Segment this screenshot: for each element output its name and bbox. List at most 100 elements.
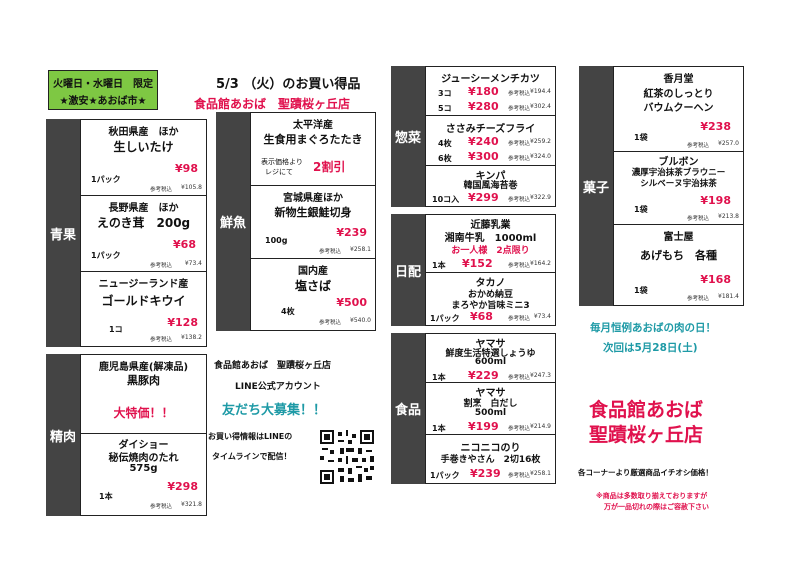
product-qty: 10コ入 bbox=[432, 195, 460, 204]
product-card: 富士屋 あげもち 各種 ¥168 1袋 参考税込 ¥181.4 bbox=[614, 225, 743, 305]
product-card: 太平洋産 生食用まぐろたたき 表示価格より レジにて 2割引 bbox=[251, 113, 375, 186]
product-name: 湘南牛乳 1000ml bbox=[444, 233, 537, 244]
product-price: ¥128 bbox=[167, 316, 198, 329]
tax-price: ¥247.3 bbox=[530, 372, 551, 379]
badge-line1: 火曜日・水曜日 限定 bbox=[53, 79, 153, 90]
product-name-line2: まろやか旨味ミニ3 bbox=[451, 301, 530, 311]
product-maker: タカノ bbox=[475, 278, 506, 289]
qr-code-icon[interactable] bbox=[318, 428, 376, 486]
product-card: ダイショー 秘伝焼肉のたれ 575g ¥298 1本 参考税込 ¥321.8 bbox=[81, 434, 206, 515]
product-name: 新物生銀鮭切身 bbox=[274, 206, 352, 219]
product-name: 割烹 白だし bbox=[463, 399, 518, 409]
tax-price: ¥258.1 bbox=[350, 246, 371, 253]
product-size: 575g bbox=[129, 463, 158, 474]
tax-price: ¥302.4 bbox=[530, 103, 551, 110]
product-maker: ヤマサ bbox=[475, 388, 506, 399]
product-card: 近藤乳業 湘南牛乳 1000ml お一人様 2点限り 1本 ¥152 参考税込 … bbox=[426, 215, 555, 273]
product-maker: キンパ bbox=[475, 171, 506, 182]
product-card: ブルボン 濃厚宇治抹茶ブラウニー シルベーヌ宇治抹茶 ¥198 1袋 参考税込 … bbox=[614, 152, 743, 225]
fish-panel: 太平洋産 生食用まぐろたたき 表示価格より レジにて 2割引 宮城県産ほか 新物… bbox=[250, 112, 376, 331]
store-title: 食品館あおば 聖蹟桜ヶ丘店 bbox=[194, 97, 351, 111]
line-account: LINE公式アカウント bbox=[235, 382, 321, 392]
tax-price: ¥259.2 bbox=[530, 138, 551, 145]
product-price: ¥168 bbox=[700, 273, 731, 286]
product-name: 生食用まぐろたたき bbox=[263, 133, 363, 146]
product-qty: 1パック bbox=[91, 175, 121, 184]
footer-store-branch: 聖蹟桜ヶ丘店 bbox=[589, 424, 704, 446]
product-card: ニコニコのり 手巻きやさん 2切16枚 1パック ¥239 参考税込 ¥258.… bbox=[426, 435, 555, 483]
product-name: 秘伝焼肉のたれ bbox=[108, 453, 179, 464]
tax-label: 参考税込 bbox=[508, 263, 531, 269]
product-maker: 宮城県産ほか bbox=[283, 193, 343, 204]
tax-price: ¥138.2 bbox=[181, 334, 202, 341]
date-title: 5/3 （火）のお買い得品 bbox=[216, 77, 361, 92]
product-maker: 香月堂 bbox=[663, 74, 694, 85]
product-qty: 1袋 bbox=[634, 205, 648, 214]
tax-label: 参考税込 bbox=[508, 156, 531, 162]
section-label-vegetables: 青果 bbox=[46, 119, 80, 347]
product-maker: ニコニコのり bbox=[460, 443, 521, 454]
tax-price: ¥73.4 bbox=[533, 313, 551, 320]
product-name: あげもち 各種 bbox=[640, 249, 717, 262]
tax-label: 参考税込 bbox=[686, 143, 709, 149]
badge-line2: ★激安★あおば市★ bbox=[59, 96, 147, 107]
meat-day-announcement: 毎月恒例あおばの肉の日！ bbox=[590, 322, 716, 334]
product-size: 600ml bbox=[474, 357, 507, 367]
product-qty: 1コ bbox=[109, 325, 123, 334]
product-name: 黒豚肉 bbox=[127, 374, 160, 387]
product-card: 国内産 塩さば ¥500 4枚 参考税込 ¥540.0 bbox=[251, 259, 375, 330]
tax-label: 参考税込 bbox=[149, 187, 172, 193]
tax-label: 参考税込 bbox=[508, 316, 531, 322]
product-price: ¥68 bbox=[173, 238, 196, 251]
product-maker: 近藤乳業 bbox=[470, 220, 511, 231]
tax-price: ¥322.9 bbox=[530, 194, 551, 201]
product-price: ¥298 bbox=[167, 480, 198, 493]
product-price: ¥180 bbox=[468, 85, 499, 98]
product-card: ニュージーランド産 ゴールドキウイ ¥128 1コ 参考税込 ¥138.2 bbox=[81, 272, 206, 346]
product-qty: 1パック bbox=[430, 471, 460, 480]
product-name: えのき茸 200g bbox=[96, 216, 191, 230]
product-qty: 1袋 bbox=[634, 286, 648, 295]
promo-note: 表示価格より bbox=[261, 158, 303, 166]
product-name: 塩さば bbox=[294, 279, 331, 293]
product-price: ¥198 bbox=[700, 194, 731, 207]
product-name: ささみチーズフライ bbox=[445, 124, 536, 135]
product-card: 長野県産 ほか えのき茸 200g ¥68 1パック 参考税込 ¥73.4 bbox=[81, 196, 206, 272]
line-headline: 友だち大募集！！ bbox=[222, 403, 327, 418]
line-note: タイムラインで配信！ bbox=[212, 452, 292, 461]
product-qty: 1パック bbox=[430, 314, 460, 323]
sweets-panel: 香月堂 紅茶のしっとり バウムクーヘン ¥238 1袋 参考税込 ¥257.0 … bbox=[613, 66, 744, 306]
tax-label: 参考税込 bbox=[508, 375, 531, 381]
tax-price: ¥194.4 bbox=[530, 88, 551, 95]
product-price: ¥98 bbox=[175, 162, 198, 175]
tax-label: 参考税込 bbox=[508, 106, 531, 112]
section-label-deli: 惣菜 bbox=[391, 66, 425, 207]
product-price: ¥239 bbox=[470, 467, 501, 480]
line-note: お買い得情報はLINEの bbox=[208, 432, 293, 441]
product-card: ヤマサ 割烹 白だし 500ml 1本 ¥199 参考税込 ¥214.9 bbox=[426, 383, 555, 435]
product-qty: 5コ bbox=[438, 104, 452, 113]
product-qty: 1本 bbox=[432, 373, 446, 382]
tax-price: ¥164.2 bbox=[530, 260, 551, 267]
meat-day-next-date: 次回は5月28日(土) bbox=[603, 342, 698, 354]
product-size: 500ml bbox=[474, 408, 507, 418]
product-card: 香月堂 紅茶のしっとり バウムクーヘン ¥238 1袋 参考税込 ¥257.0 bbox=[614, 67, 743, 152]
footer-disclaimer: ※商品は多数取り揃えておりますが bbox=[596, 492, 708, 500]
promo-note: レジにて bbox=[265, 168, 293, 176]
tax-price: ¥321.8 bbox=[181, 501, 202, 508]
tax-label: 参考税込 bbox=[318, 320, 341, 326]
product-qty: 100g bbox=[265, 236, 288, 245]
footer-disclaimer: 万が一品切れの際はご容赦下さい bbox=[604, 503, 709, 511]
product-price: ¥500 bbox=[336, 296, 367, 309]
product-name: ゴールドキウイ bbox=[101, 294, 186, 308]
tax-label: 参考税込 bbox=[508, 473, 531, 479]
grocery-panel: ヤマサ 鮮度生活特選しょうゆ 600ml 1本 ¥229 参考税込 ¥247.3… bbox=[425, 333, 556, 484]
tax-price: ¥540.0 bbox=[350, 317, 371, 324]
tax-price: ¥324.0 bbox=[530, 153, 551, 160]
product-card: 鹿児島県産(解凍品) 黒豚肉 大特価！！ bbox=[81, 355, 206, 434]
product-name: 紅茶のしっとり bbox=[643, 89, 714, 100]
tax-label: 参考税込 bbox=[508, 91, 531, 97]
product-price: ¥240 bbox=[468, 135, 499, 148]
product-maker: ダイショー bbox=[118, 440, 169, 451]
product-name: 韓国風海苔巻 bbox=[463, 181, 518, 191]
